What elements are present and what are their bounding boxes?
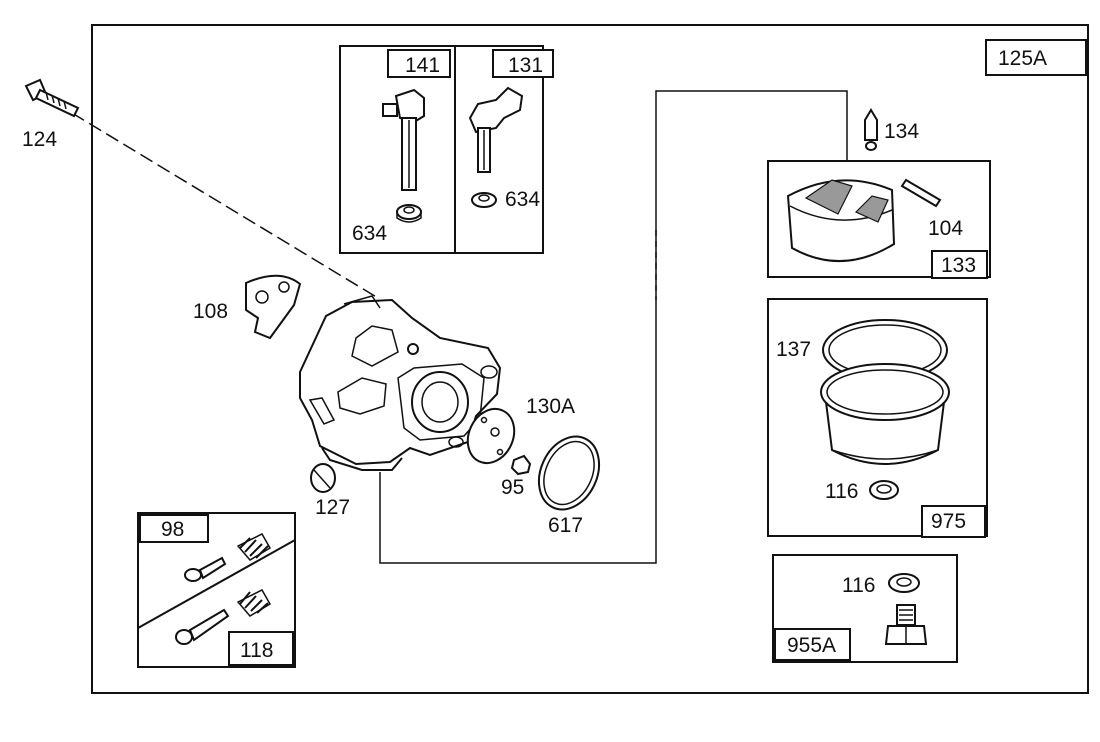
- callout-130a: 130A: [526, 395, 575, 418]
- needle-kit-frame: [339, 45, 544, 254]
- spring-98-icon: [236, 533, 272, 561]
- kit-label-133: 133: [941, 254, 976, 277]
- kit-box-133: [931, 250, 988, 279]
- callout-116-upper: 116: [825, 480, 858, 503]
- callout-95: 95: [501, 476, 524, 499]
- callout-617: 617: [548, 514, 583, 537]
- kit-label-98: 98: [161, 518, 184, 541]
- washer-634-left-icon: [396, 204, 422, 223]
- float-bowl-icon: [820, 363, 950, 465]
- bowl-nut-icon: [884, 604, 928, 645]
- washer-116-upper-icon: [869, 480, 899, 500]
- float-kit-frame: [767, 160, 991, 278]
- needle-valve-131-icon: [468, 86, 524, 173]
- screw-kit-frame: [137, 512, 296, 668]
- spring-118-icon: [236, 589, 272, 617]
- callout-634-left: 634: [352, 222, 387, 245]
- washer-634-right-icon: [471, 192, 497, 208]
- callout-634-right: 634: [505, 188, 540, 211]
- screw-part-icon: [24, 78, 80, 118]
- connector-lines: [71, 90, 848, 564]
- callout-104: 104: [928, 217, 963, 240]
- screw-98-icon: [184, 556, 227, 582]
- callout-127: 127: [315, 496, 350, 519]
- oring-617-icon: [537, 435, 601, 511]
- callout-116-lower: 116: [842, 574, 875, 597]
- float-133-icon: [786, 179, 896, 263]
- assembly-number-box: [985, 39, 1087, 76]
- bowl-nut-kit-frame: [772, 554, 958, 663]
- callout-134: 134: [884, 120, 919, 143]
- kit-label-955a: 955A: [787, 634, 836, 657]
- callout-124: 124: [22, 128, 57, 151]
- callout-137: 137: [776, 338, 811, 361]
- plug-127-icon: [310, 463, 336, 493]
- kit-box-141: [387, 49, 451, 78]
- kit-label-975: 975: [931, 510, 966, 533]
- callout-108: 108: [193, 300, 228, 323]
- fitting-95-icon: [510, 454, 532, 476]
- kit-box-131: [492, 49, 554, 78]
- inlet-needle-134-icon: [864, 108, 878, 151]
- bowl-kit-frame: [767, 298, 988, 537]
- kit-box-118: [228, 631, 294, 666]
- kit-label-131: 131: [508, 54, 543, 77]
- float-pin-104-icon: [900, 178, 942, 208]
- screw-118-icon: [175, 608, 230, 645]
- kit-box-98: [139, 514, 209, 543]
- washer-116-lower-icon: [888, 573, 920, 593]
- gasket-108-icon: [245, 274, 302, 340]
- kit-box-955a: [774, 628, 851, 661]
- assembly-frame: [91, 24, 1089, 694]
- needle-valve-141-icon: [382, 88, 425, 191]
- kit-label-141: 141: [405, 54, 440, 77]
- assembly-number-label: 125A: [998, 47, 1047, 70]
- screw-kit-divider: [137, 539, 296, 629]
- carburetor-body-icon: [299, 295, 502, 471]
- kit-box-975: [921, 505, 986, 538]
- kit-label-118: 118: [240, 639, 273, 662]
- diaphragm-130a-icon: [466, 407, 516, 465]
